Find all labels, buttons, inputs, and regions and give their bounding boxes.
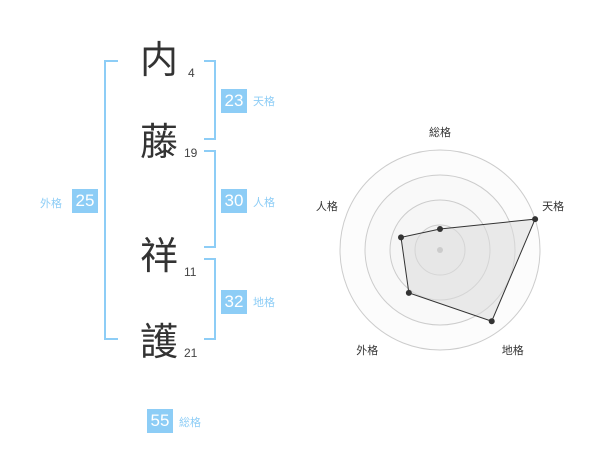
name-char-3: 祥: [140, 234, 179, 278]
gaikaku-label: 外格: [40, 197, 62, 210]
radar-shape: [400, 218, 536, 322]
tenkaku-badge: 23: [221, 89, 247, 113]
gaikaku-bracket: [104, 60, 118, 340]
soukaku-label: 総格: [179, 416, 201, 429]
tenkaku-bracket: [204, 60, 216, 140]
radar-axis-label-2: 天格: [542, 199, 564, 213]
jinkaku-badge: 30: [221, 189, 247, 213]
jinkaku-bracket: [204, 150, 216, 248]
chikaku-bracket: [204, 258, 216, 340]
gaikaku-badge: 25: [72, 189, 98, 213]
tenkaku-label: 天格: [253, 95, 275, 108]
radar-axis-label-1: 総格: [429, 125, 451, 139]
radar-point-4: [405, 289, 412, 296]
stroke-count-2: 19: [184, 146, 198, 160]
stroke-count-1: 4: [188, 66, 195, 80]
radar-point-2: [532, 216, 539, 223]
radar-point-5: [398, 234, 405, 241]
radar-point-3: [488, 318, 495, 325]
chikaku-label: 地格: [253, 296, 275, 309]
radar-axis-label-5: 人格: [316, 199, 338, 213]
soukaku-badge: 55: [147, 409, 173, 433]
name-char-4: 護: [140, 320, 179, 364]
stroke-count-4: 21: [184, 346, 198, 360]
chikaku-badge: 32: [221, 290, 247, 314]
radar-axis-label-3: 地格: [502, 343, 524, 357]
radar-point-1: [437, 226, 443, 232]
name-char-1: 内: [140, 38, 179, 82]
name-char-2: 藤: [140, 120, 179, 164]
radar-center: [437, 247, 443, 253]
radar-axis-label-4: 外格: [356, 343, 378, 357]
jinkaku-label: 人格: [253, 196, 275, 209]
stroke-count-3: 11: [184, 265, 197, 279]
